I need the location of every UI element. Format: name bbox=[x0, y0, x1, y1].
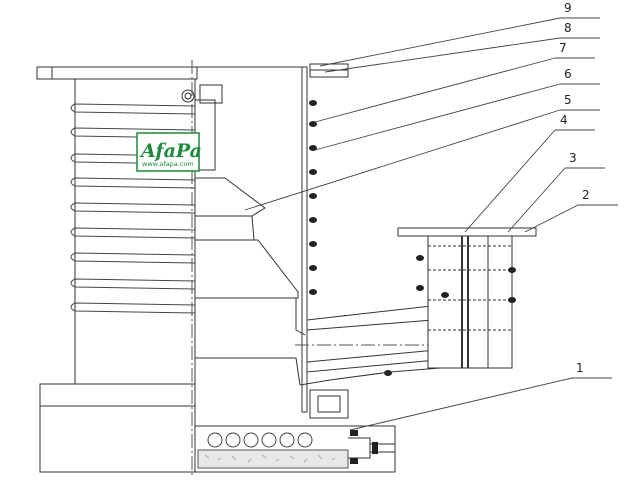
burner-casing bbox=[309, 389, 349, 419]
logo-text: AfaPa bbox=[139, 140, 202, 162]
burner-nozzle bbox=[348, 437, 371, 459]
leader-8 bbox=[324, 37, 561, 73]
leader-2 bbox=[524, 204, 579, 233]
part-label-1: 1 bbox=[576, 361, 584, 375]
coil-rings bbox=[70, 103, 196, 314]
part-label-9: 9 bbox=[564, 1, 572, 15]
shell-body bbox=[74, 78, 196, 385]
part-label-6: 6 bbox=[564, 67, 572, 81]
part-label-3: 3 bbox=[569, 151, 577, 165]
leader-lines bbox=[244, 17, 618, 431]
base-step bbox=[39, 383, 196, 407]
part-label-7: 7 bbox=[559, 41, 567, 55]
leader-7 bbox=[314, 57, 556, 123]
vessel-wall bbox=[301, 66, 308, 413]
part-label-4: 4 bbox=[560, 113, 568, 127]
logo-url: www.afapa.com bbox=[142, 160, 194, 168]
leader-1 bbox=[349, 377, 573, 431]
base-block bbox=[39, 405, 196, 473]
part-label-2: 2 bbox=[582, 188, 590, 202]
cone-hopper bbox=[194, 177, 266, 217]
leader-9 bbox=[319, 17, 561, 67]
lower-cone bbox=[195, 239, 299, 299]
top-cap-bar bbox=[36, 66, 198, 80]
burner-box bbox=[194, 425, 396, 473]
box-bolts bbox=[416, 255, 516, 303]
leader-5 bbox=[244, 109, 561, 211]
exterior-view bbox=[36, 60, 198, 475]
refractory-bed bbox=[197, 449, 349, 469]
top-fitting bbox=[181, 89, 195, 103]
watermark-logo: AfaPa www.afapa.com bbox=[136, 132, 202, 172]
burner-tubes bbox=[207, 432, 313, 448]
part-label-8: 8 bbox=[564, 21, 572, 35]
leader-6 bbox=[314, 83, 561, 151]
part-label-5: 5 bbox=[564, 93, 572, 107]
section-view bbox=[181, 63, 537, 473]
part-numbers: 1 2 3 4 5 6 7 8 9 bbox=[559, 1, 590, 375]
leader-4 bbox=[464, 129, 556, 233]
leader-3 bbox=[507, 167, 566, 233]
